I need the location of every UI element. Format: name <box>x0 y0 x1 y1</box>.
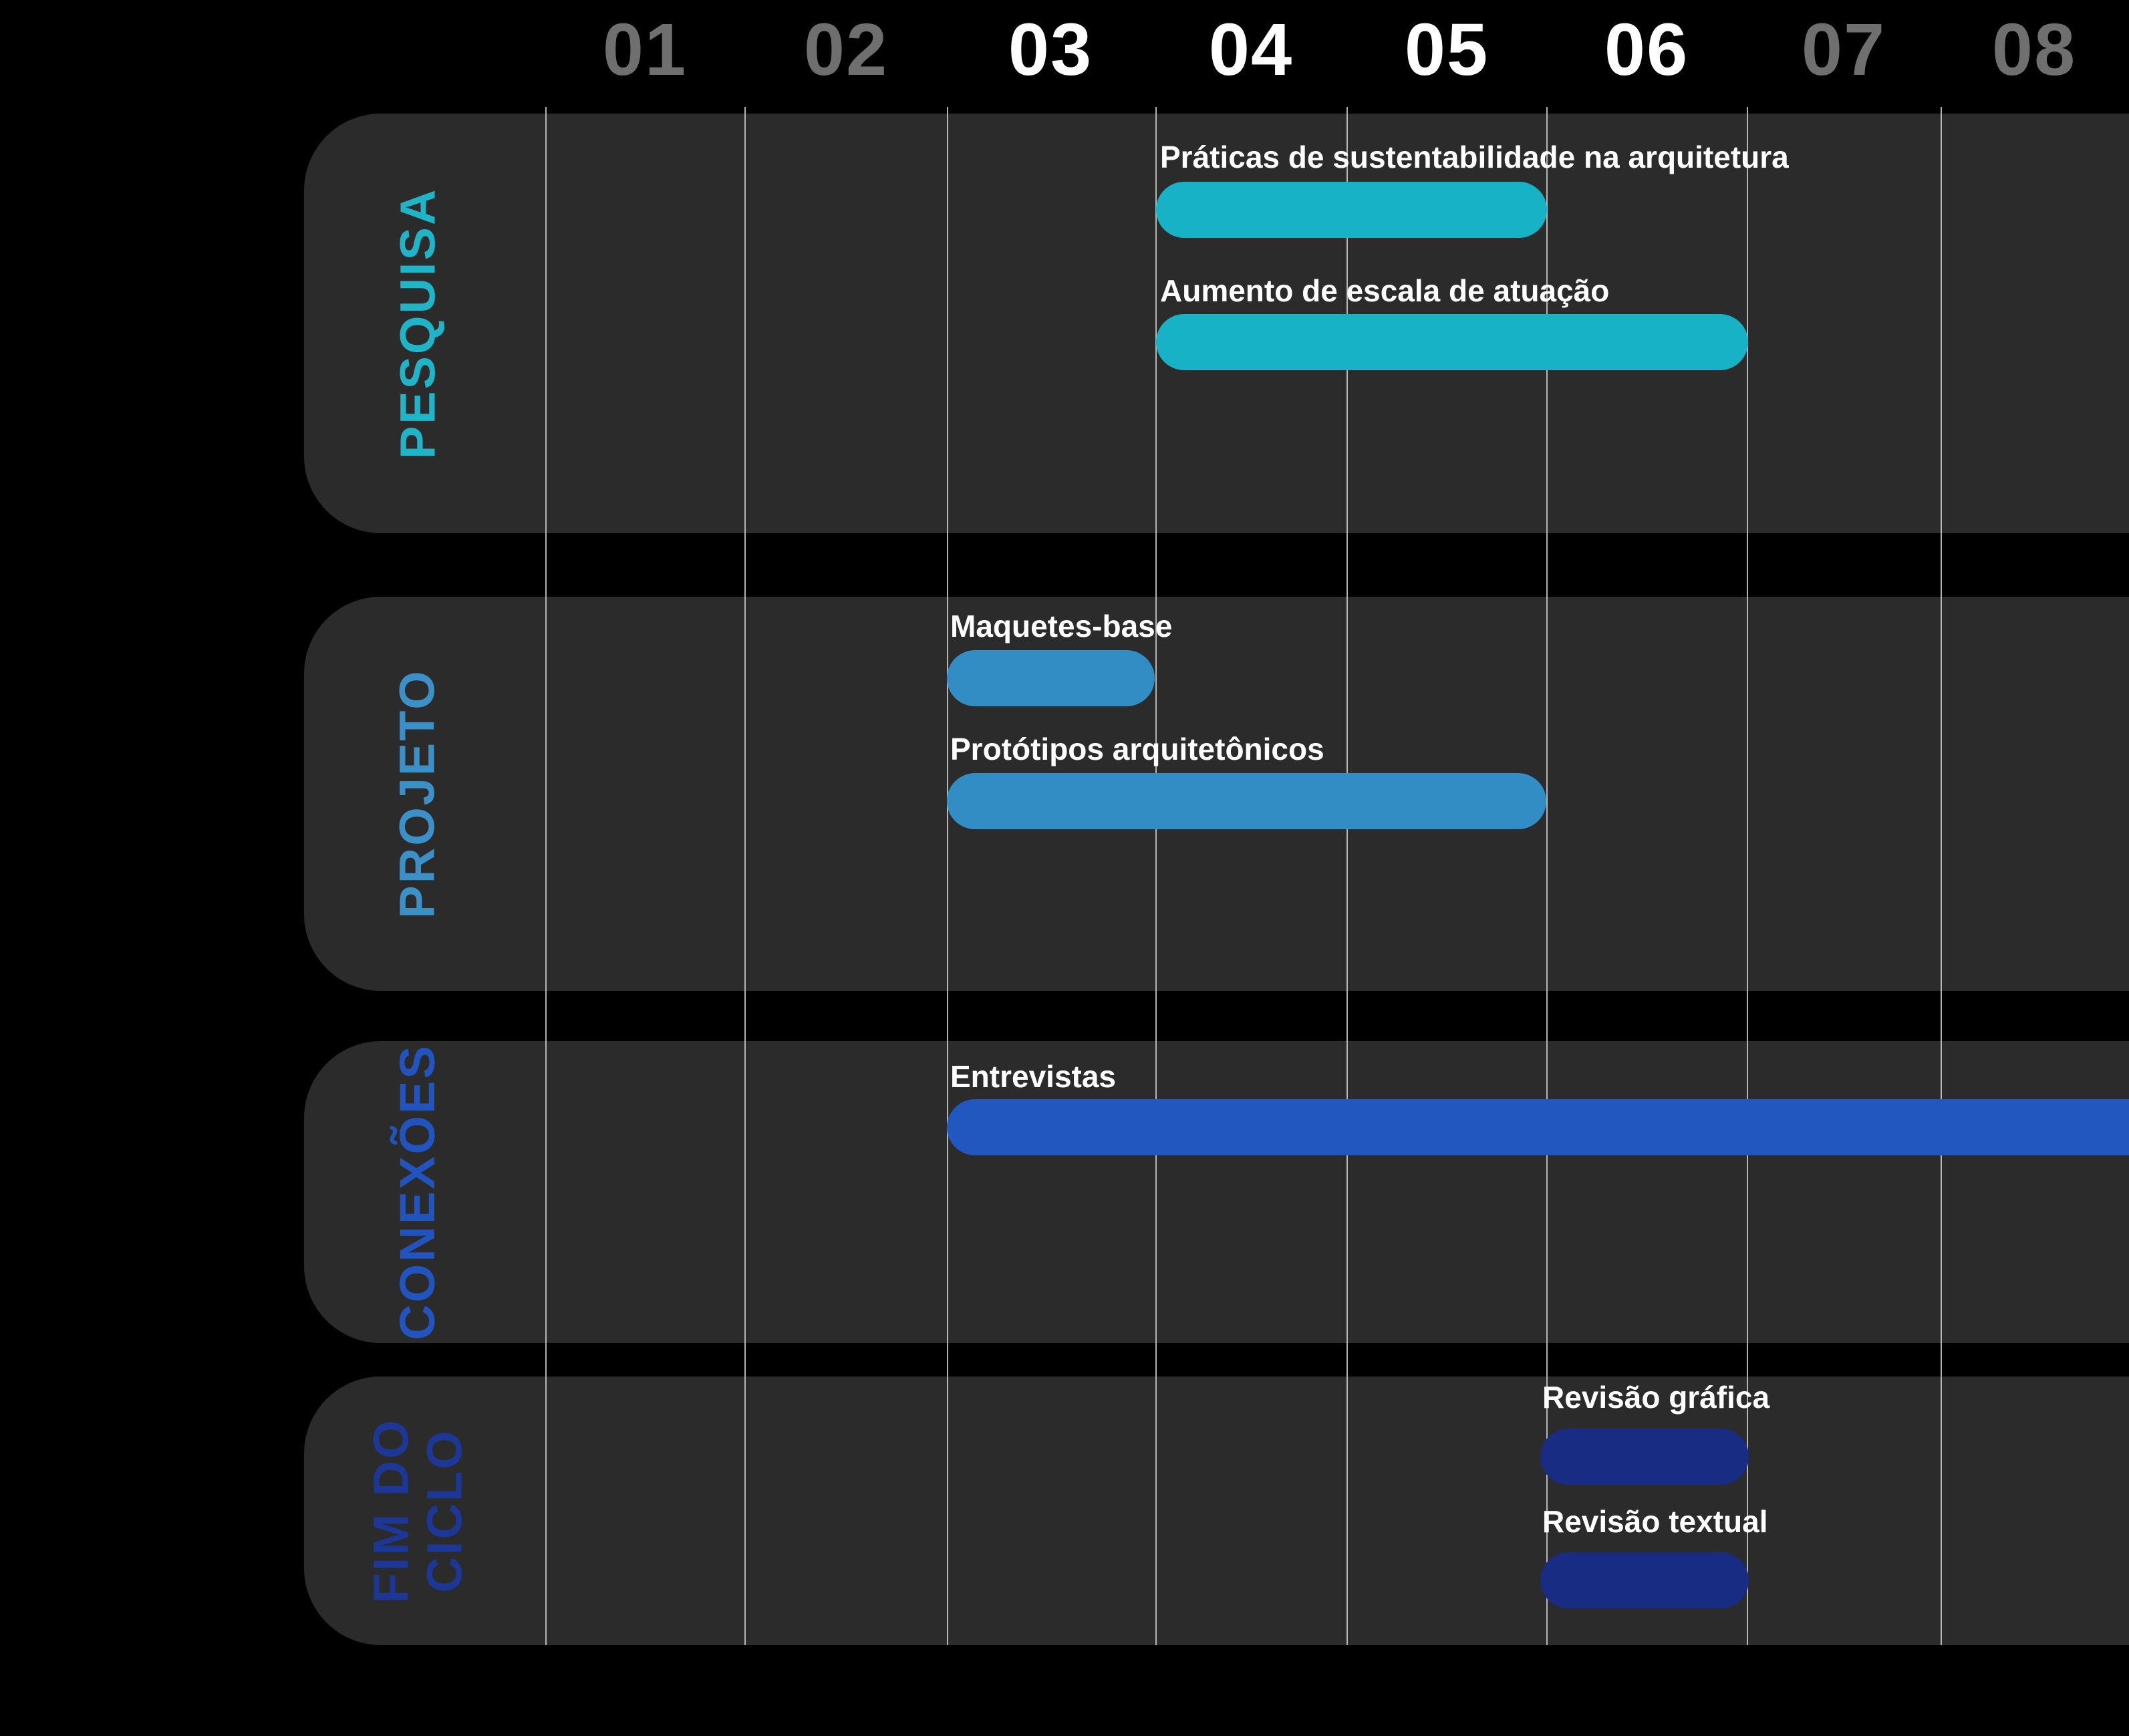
task-bar-entrevistas <box>947 1099 2129 1155</box>
row-title-fim-do-line1: FIM DO <box>363 1418 419 1604</box>
task-label-maquetes: Maquetes-base <box>950 609 1173 643</box>
row-title-projeto-text: PROJETO <box>390 669 446 919</box>
task-label-revisao-grafica: Revisão gráfica <box>1542 1380 1770 1415</box>
gridline-08 <box>1941 107 1942 1645</box>
month-label-08: 08 <box>1991 9 2077 91</box>
row-panel-conexoes <box>304 1041 2129 1343</box>
row-title-projeto: PROJETO <box>304 597 531 991</box>
task-bar-revisao-textual <box>1540 1552 1749 1608</box>
task-bar-prototipos <box>947 773 1546 829</box>
row-title-fim-do-ciclo: FIM DO CICLO <box>304 1377 531 1645</box>
month-label-06: 06 <box>1604 9 1689 91</box>
month-label-05: 05 <box>1404 9 1489 91</box>
task-label-aumento: Aumento de escala de atuação <box>1160 273 1610 308</box>
gridline-01 <box>545 107 547 1645</box>
task-label-revisao-textual: Revisão textual <box>1542 1504 1768 1539</box>
month-label-04: 04 <box>1208 9 1294 91</box>
month-label-02: 02 <box>803 9 889 91</box>
row-title-pesquisa-text: PESQUISA <box>390 187 446 460</box>
row-title-conexoes-text: CONEXÕES <box>390 1044 446 1340</box>
task-label-praticas: Práticas de sustentabilidade na arquitet… <box>1160 140 1789 174</box>
gridline-02 <box>744 107 746 1645</box>
task-bar-praticas <box>1156 182 1547 238</box>
task-label-entrevistas: Entrevistas <box>950 1059 1117 1094</box>
month-label-07: 07 <box>1801 9 1886 91</box>
row-title-fim-do-line2: CICLO <box>416 1429 472 1593</box>
gridline-05 <box>1346 107 1348 1645</box>
gridline-06 <box>1546 107 1548 1645</box>
row-title-fim-do-ciclo-text: FIM DO CICLO <box>363 1418 472 1604</box>
task-label-prototipos: Protótipos arquitetônicos <box>950 732 1324 766</box>
task-bar-aumento <box>1156 314 1748 370</box>
gridline-07 <box>1747 107 1748 1645</box>
gridline-03 <box>947 107 948 1645</box>
month-label-01: 01 <box>602 9 688 91</box>
task-bar-revisao-grafica <box>1540 1429 1749 1485</box>
month-label-03: 03 <box>1008 9 1093 91</box>
gridline-04 <box>1155 107 1157 1645</box>
row-title-conexoes: CONEXÕES <box>304 1041 531 1343</box>
task-bar-maquetes <box>947 650 1155 706</box>
row-title-pesquisa: PESQUISA <box>304 114 531 533</box>
row-panel-fim-do-ciclo <box>304 1377 2129 1645</box>
